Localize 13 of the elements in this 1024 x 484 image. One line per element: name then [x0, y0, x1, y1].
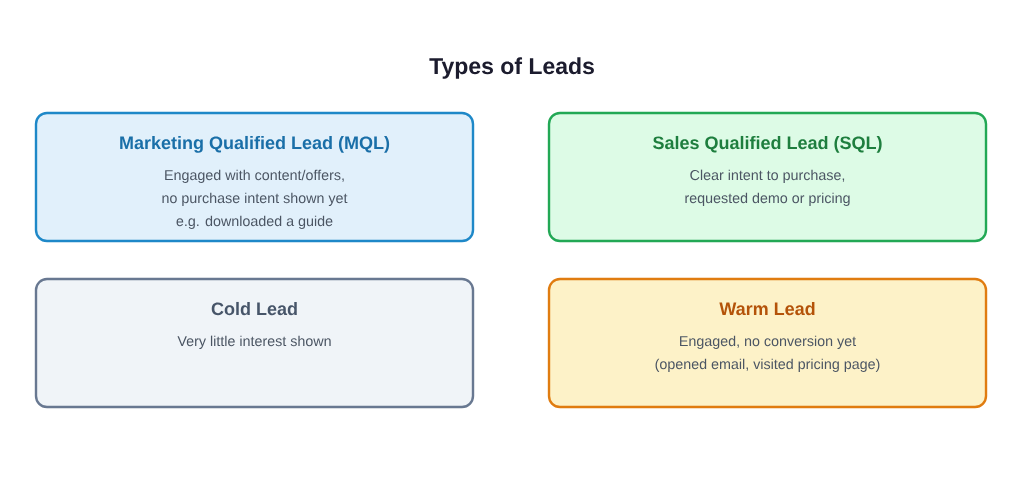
diagram-title: Types of Leads — [429, 57, 594, 79]
card-text: no purchase intent shown yet — [162, 192, 348, 206]
card-text: (opened email, visited pricing page) — [655, 358, 880, 372]
card-heading: Sales Qualified Lead (SQL) — [653, 135, 882, 153]
card-text: e.g. downloaded a guide — [176, 215, 333, 229]
card-text: Engaged, no conversion yet — [680, 335, 856, 349]
card-text: Very little interest shown — [177, 335, 331, 349]
card-text: Clear intent to purchase, — [690, 169, 845, 183]
card-text: requested demo or pricing — [685, 192, 850, 206]
card-heading: Marketing Qualified Lead (MQL) — [120, 135, 390, 153]
card-heading: Cold Lead — [211, 301, 297, 316]
card-heading: Warm Lead — [719, 301, 815, 316]
card-text: Engaged with content/offers, — [165, 169, 344, 183]
